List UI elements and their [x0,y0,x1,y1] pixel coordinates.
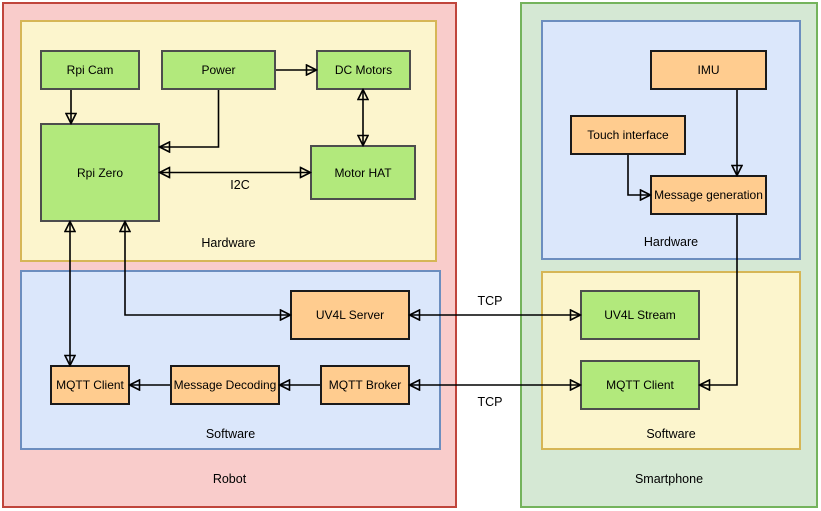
node-power[interactable]: Power [161,50,276,90]
node-label: IMU [697,63,720,77]
node-rpi-cam[interactable]: Rpi Cam [40,50,140,90]
node-message-decoding[interactable]: Message Decoding [170,365,280,405]
node-imu[interactable]: IMU [650,50,767,90]
node-motor-hat[interactable]: Motor HAT [310,145,416,200]
node-label: Touch interface [587,128,669,142]
node-label: MQTT Client [56,378,124,392]
node-rpi-zero[interactable]: Rpi Zero [40,123,160,222]
node-message-generation[interactable]: Message generation [650,175,767,215]
node-label: UV4L Server [315,308,385,322]
container-robot-software-label: Software [205,427,256,441]
node-uv4l-server[interactable]: UV4L Server [290,290,410,340]
node-label: MQTT Broker [328,378,402,392]
node-label: Rpi Zero [76,165,123,180]
node-label: Power [201,63,236,77]
node-label: DC Motors [334,63,393,77]
node-label: Rpi Cam [66,63,114,77]
edge-label-tcp-mqtt: TCP [477,395,503,409]
node-label: UV4L Stream [604,308,676,322]
node-label: MQTT Client [606,378,674,392]
edge-label-tcp-video: TCP [477,294,503,308]
container-smartphone-hardware-label: Hardware [643,235,699,249]
node-dc-motors[interactable]: DC Motors [316,50,411,90]
node-mqtt-client-smartphone[interactable]: MQTT Client [580,360,700,410]
container-robot-hardware-label: Hardware [201,236,256,250]
node-touch-interface[interactable]: Touch interface [570,115,686,155]
node-uv4l-stream[interactable]: UV4L Stream [580,290,700,340]
container-smartphone-software-label: Software [646,427,696,441]
node-label: Motor HAT [334,165,392,180]
container-smartphone-label: Smartphone [634,472,704,486]
node-mqtt-client-robot[interactable]: MQTT Client [50,365,130,405]
edge-label-i2c: I2C [230,178,250,192]
node-mqtt-broker[interactable]: MQTT Broker [320,365,410,405]
node-label: Message Decoding [173,378,277,392]
node-label: Message generation [654,188,763,202]
container-robot-label: Robot [212,472,247,486]
